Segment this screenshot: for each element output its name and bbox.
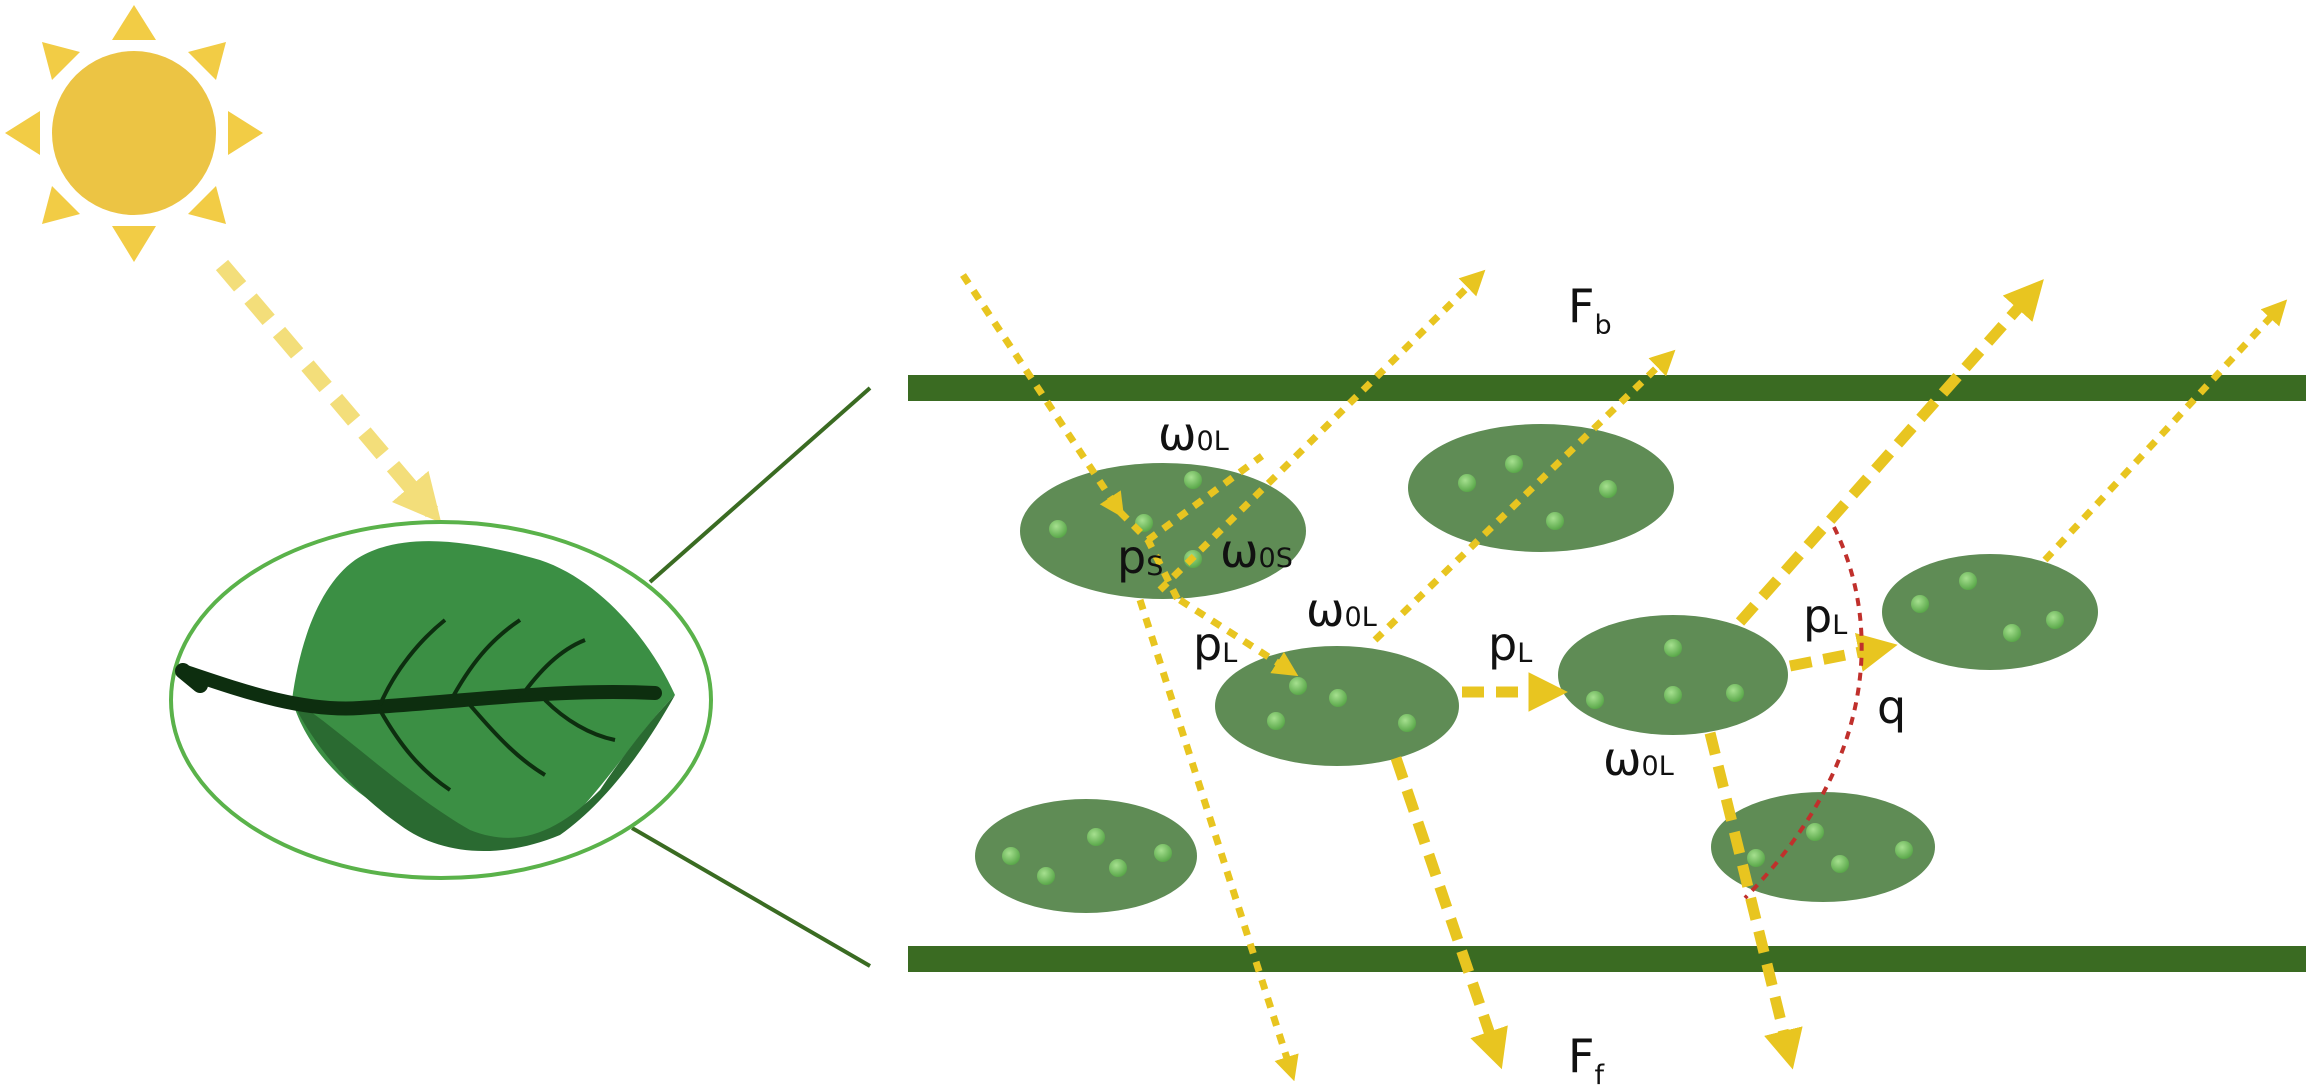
upper-leaf-boundary	[908, 375, 2306, 401]
cell-2	[1408, 424, 1674, 552]
chloroplast	[1109, 859, 1127, 877]
chloroplast	[1505, 455, 1523, 473]
lower-leaf-boundary	[908, 946, 2306, 972]
omega-mid-label: ω0L	[1306, 583, 1377, 637]
chloroplast	[1329, 689, 1347, 707]
chloroplast	[1911, 595, 1929, 613]
chloroplast	[1267, 712, 1285, 730]
p-l-mid-label: pL	[1488, 617, 1532, 671]
cell-5	[1882, 554, 2098, 670]
chloroplast	[1586, 691, 1604, 709]
chloroplast	[1546, 512, 1564, 530]
chloroplast	[1747, 849, 1765, 867]
chloroplast	[1599, 480, 1617, 498]
chloroplast	[1049, 520, 1067, 538]
transmitted-path-1	[1136, 598, 1299, 1082]
chloroplast	[1831, 855, 1849, 873]
chloroplast	[1664, 639, 1682, 657]
chloroplast	[1184, 471, 1202, 489]
transmitted-path-2	[1390, 756, 1508, 1070]
chloroplast	[1087, 828, 1105, 846]
p-l-right-label: pL	[1803, 589, 1847, 643]
backscatter-path-4	[2042, 299, 2288, 563]
chloroplast	[2003, 624, 2021, 642]
scatter-to-cell-5	[1788, 632, 1898, 672]
chloroplast	[1726, 684, 1744, 702]
chloroplast	[1289, 677, 1307, 695]
p-s-label: pS	[1117, 530, 1163, 584]
chloroplast	[1037, 867, 1055, 885]
q-label: q	[1877, 680, 1906, 734]
zoom-line-top	[648, 386, 872, 584]
cell-6	[975, 799, 1197, 913]
forward-flux-label: Ff	[1568, 1029, 1605, 1085]
chloroplast	[1959, 572, 1977, 590]
backscatter-path-1	[1145, 453, 1265, 543]
chloroplast	[1458, 474, 1476, 492]
chloroplast	[1002, 847, 1020, 865]
chloroplast	[1895, 841, 1913, 859]
scatter-to-cell-3	[1178, 597, 1299, 677]
backscatter-path-3	[1735, 279, 2044, 626]
incident-light-path	[960, 273, 1125, 519]
omega-bottom-label: ω0L	[1603, 732, 1674, 786]
incoming-sunlight-arrow	[215, 259, 442, 523]
omega-top-label: ω0L	[1158, 407, 1229, 461]
omega-s-label: ω0S	[1220, 524, 1293, 578]
sun-icon	[5, 5, 263, 262]
transmitted-path-3	[1704, 731, 1803, 1070]
chloroplast	[1398, 714, 1416, 732]
chloroplast	[1664, 686, 1682, 704]
chloroplast	[2046, 611, 2064, 629]
chloroplast	[1806, 823, 1824, 841]
p-l-left-label: pL	[1193, 617, 1237, 671]
leaf-icon	[175, 541, 675, 852]
cell-3	[1215, 646, 1459, 766]
cell-4	[1558, 615, 1788, 735]
zoom-line-bottom	[630, 826, 872, 968]
chloroplast	[1154, 844, 1172, 862]
backward-flux-label: Fb	[1568, 279, 1612, 341]
scattering-angle-arc	[1743, 526, 1864, 900]
